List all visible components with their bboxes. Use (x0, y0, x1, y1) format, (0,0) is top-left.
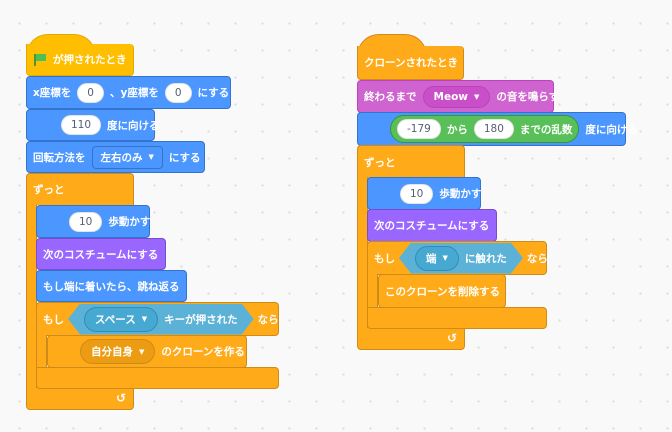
dropdown-value: 自分自身 (91, 346, 133, 358)
x-input[interactable]: 0 (77, 82, 104, 103)
block-label: にする (168, 151, 201, 164)
block-label: が押されたとき (53, 54, 127, 66)
dropdown-value: スペース (95, 313, 136, 326)
clone-target-dropdown[interactable]: 自分自身 ▼ (80, 339, 156, 364)
block-label: もし端に着いたら、跳ね返る (43, 280, 180, 293)
forever-footer (357, 328, 465, 350)
block-label: もし (374, 252, 395, 265)
caret-down-icon: ▼ (141, 315, 148, 323)
forever-block[interactable]: ずっと (26, 173, 134, 205)
y-input[interactable]: 0 (164, 82, 192, 103)
caret-down-icon: ▼ (473, 92, 480, 101)
when-start-as-clone-block[interactable]: クローンされたとき (357, 46, 464, 80)
block-label: に触れた (464, 252, 507, 265)
block-label: から (446, 123, 468, 136)
if-block[interactable]: もし 端▼ に触れた なら (367, 241, 548, 275)
block-label: このクローンを削除する (385, 285, 500, 298)
block-label: 、y座標を (109, 87, 159, 99)
block-label: までの乱数 (519, 123, 573, 136)
sound-dropdown[interactable]: Meow ▼ (422, 85, 491, 108)
steps-input[interactable]: 10 (400, 183, 434, 204)
block-label: にする (197, 87, 230, 99)
touching-condition[interactable]: 端▼ に触れた (399, 243, 523, 274)
point-in-direction-block[interactable]: -179 から 180 までの乱数 度に向ける (357, 112, 638, 146)
point-in-direction-block[interactable]: 110 度に向ける (26, 109, 160, 141)
caret-down-icon: ▼ (148, 153, 154, 161)
dropdown-value: 端 (426, 252, 437, 265)
if-arm (367, 274, 378, 308)
block-label: 次のコスチュームにする (43, 248, 159, 261)
move-steps-block[interactable]: 10 歩動かす (36, 205, 150, 238)
block-label: なら (526, 252, 548, 265)
caret-down-icon: ▼ (442, 254, 448, 262)
block-label: のクローンを作る (161, 346, 245, 358)
pick-random-reporter[interactable]: -179 から 180 までの乱数 (390, 115, 580, 143)
next-costume-block[interactable]: 次のコスチュームにする (367, 209, 497, 242)
green-flag-icon (33, 53, 47, 66)
loop-arrow-icon: ↺ (116, 391, 127, 405)
steps-input[interactable]: 10 (69, 211, 103, 232)
move-steps-block[interactable]: 10 歩動かす (367, 177, 481, 210)
caret-down-icon: ▼ (139, 347, 145, 356)
if-block[interactable]: もし スペース ▼ キーが押された なら (36, 302, 279, 336)
block-label: 回転方法を (33, 151, 86, 164)
block-label: 終わるまで (364, 91, 417, 103)
dropdown-value: 左右のみ (100, 151, 143, 164)
random-from-input[interactable]: -179 (397, 119, 441, 139)
block-label: もし (43, 313, 64, 326)
rotation-style-dropdown[interactable]: 左右のみ ▼ (91, 145, 163, 169)
if-footer (367, 307, 547, 329)
block-label: 度に向ける (585, 123, 638, 136)
if-footer (36, 367, 279, 389)
set-rotation-style-block[interactable]: 回転方法を 左右のみ ▼ にする (26, 141, 205, 173)
block-label: 歩動かす (439, 188, 482, 200)
block-label: 次のコスチュームにする (374, 220, 490, 232)
random-to-input[interactable]: 180 (473, 119, 514, 139)
block-label: クローンされたとき (364, 57, 458, 69)
block-label: x座標を (33, 87, 72, 99)
block-label: ずっと (33, 184, 65, 196)
block-label: 歩動かす (108, 216, 151, 228)
forever-block[interactable]: ずっと (357, 145, 465, 178)
forever-footer (26, 388, 134, 410)
block-label: なら (257, 313, 279, 326)
create-clone-block[interactable]: 自分自身 ▼ のクローンを作る (47, 335, 247, 368)
block-label: の音を鳴らす (496, 91, 560, 103)
play-sound-until-done-block[interactable]: 終わるまで Meow ▼ の音を鳴らす (357, 80, 559, 113)
direction-input[interactable]: 110 (61, 115, 102, 135)
bounce-on-edge-block[interactable]: もし端に着いたら、跳ね返る (36, 270, 187, 302)
go-to-xy-block[interactable]: x座標を 0 、y座標を 0 にする (26, 76, 231, 109)
loop-arrow-icon: ↺ (447, 331, 458, 345)
key-pressed-condition[interactable]: スペース ▼ キーが押された (68, 304, 254, 335)
dropdown-value: Meow (433, 90, 468, 103)
delete-clone-block[interactable]: このクローンを削除する (378, 274, 506, 308)
block-label: キーが押された (164, 313, 238, 326)
when-flag-clicked-block[interactable]: が押されたとき (26, 44, 134, 76)
block-label: 度に向ける (107, 119, 160, 132)
next-costume-block[interactable]: 次のコスチュームにする (36, 238, 166, 270)
block-label: ずっと (364, 156, 396, 169)
key-dropdown[interactable]: スペース ▼ (84, 307, 158, 332)
touching-dropdown[interactable]: 端▼ (415, 246, 459, 271)
if-arm (36, 335, 47, 368)
